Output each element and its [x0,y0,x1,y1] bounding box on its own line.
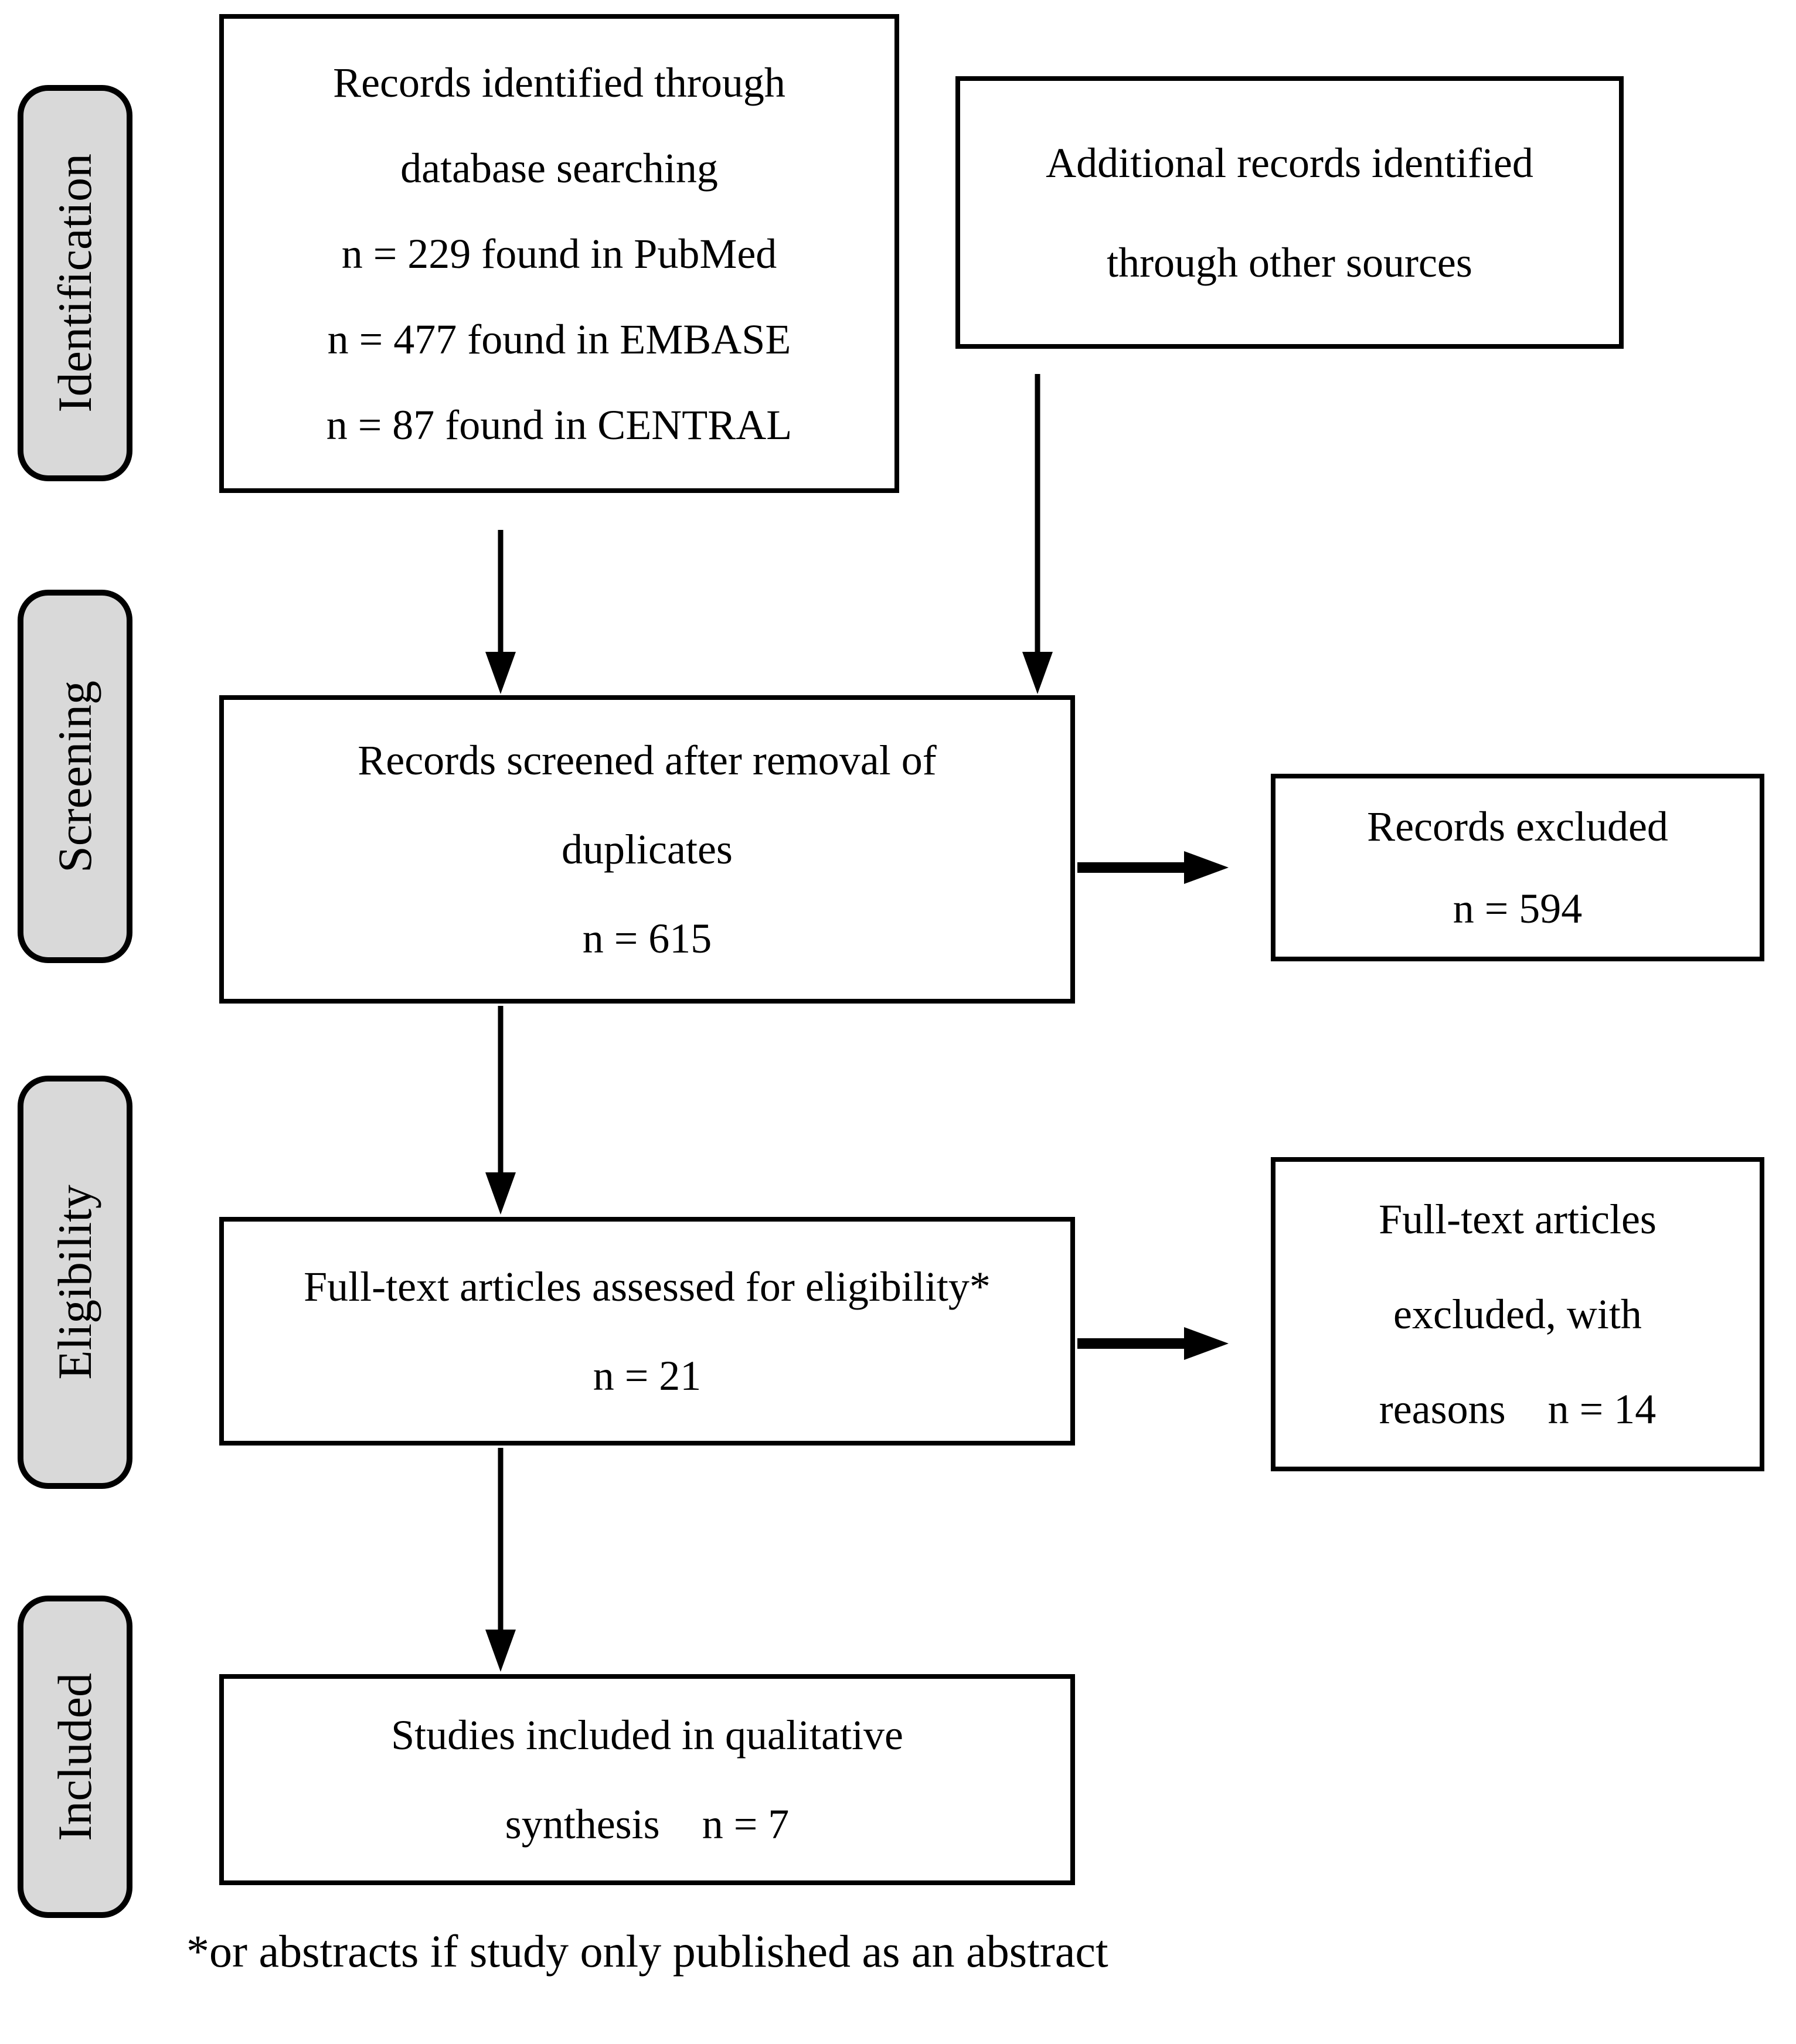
box-text-line: Full-text articles assessed for eligibil… [304,1263,991,1310]
stage-label-identification: Identification [18,85,132,481]
box-text-line: n = 477 found in EMBASE [327,315,791,363]
box-text-line: Records excluded [1367,803,1668,850]
box-text-line: Studies included in qualitative [391,1712,903,1759]
arrow-identified-to-screened [485,530,516,694]
stage-label-included: Included [18,1596,132,1918]
flow-box-records-identified: Records identified through database searc… [219,14,899,493]
arrow-additional-to-screened [1022,374,1053,694]
box-text-line: n = 594 [1453,885,1583,932]
flow-box-records-excluded: Records excluded n = 594 [1271,774,1764,961]
box-text-line: Records screened after removal of [358,737,937,784]
box-text-line: through other sources [1107,239,1472,286]
flow-box-records-screened: Records screened after removal of duplica… [219,695,1075,1004]
box-text-line: synthesis n = 7 [505,1801,790,1848]
box-text-line: database searching [400,144,718,192]
box-text-line: Records identified through [333,59,785,106]
arrow-screened-to-fulltext [485,1006,516,1215]
stage-label-eligibility: Eligibility [18,1076,132,1489]
stage-label-screening: Screening [18,590,132,963]
flow-box-studies-included: Studies included in qualitative synthesis… [219,1674,1075,1885]
flow-box-fulltext-excluded: Full-text articles excluded, with reasons … [1271,1157,1764,1471]
box-text-line: n = 87 found in CENTRAL [326,401,792,448]
box-text-line: n = 21 [593,1352,702,1399]
box-text-line: n = 229 found in PubMed [341,230,777,277]
flow-box-fulltext-assessed: Full-text articles assessed for eligibil… [219,1217,1075,1446]
box-text-line: duplicates [562,826,733,873]
box-text-line: reasons n = 14 [1379,1386,1656,1433]
arrow-fulltext-to-excluded [1077,1327,1229,1360]
box-text-line: excluded, with [1393,1291,1642,1338]
arrow-screened-to-excluded [1077,851,1229,884]
arrow-fulltext-to-included [485,1448,516,1672]
box-text-line: Additional records identified [1046,139,1533,186]
box-text-line: n = 615 [582,915,712,962]
footnote-text: *or abstracts if study only published as… [186,1926,1108,1977]
flow-box-additional-records: Additional records identified through oth… [955,76,1624,349]
box-text-line: Full-text articles [1379,1196,1656,1243]
